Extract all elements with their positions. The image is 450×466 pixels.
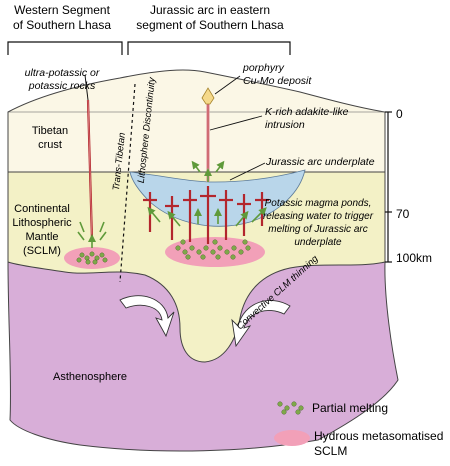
east-bracket (127, 41, 291, 55)
legend-partial-melting-swatch (277, 401, 304, 415)
depth-tick-70: 70 (396, 207, 410, 221)
tibetan-crust-label-line1: Tibetan (32, 125, 68, 137)
east-dike-swarm (143, 186, 269, 244)
depth-tick-0: 0 (396, 107, 403, 121)
sclm-label-line4: (SCLM) (23, 245, 61, 257)
depth-tick-100km: 100km (396, 251, 432, 265)
potassic-ponds-line2: releasing water to trigger (263, 211, 374, 222)
arc-underplate-label: Jurassic arc underplate (265, 156, 375, 168)
legend-metasomatised-swatch (274, 430, 310, 446)
ultra-potassic-label-line1: ultra-potassic or (25, 67, 100, 79)
convective-arrow-left (119, 295, 175, 338)
depth-scale (385, 111, 392, 263)
potassic-ponds-line4: underplate (294, 237, 342, 248)
legend-hydrous-line1: Hydrous metasomatised (314, 429, 443, 443)
ultra-potassic-leader (84, 74, 89, 101)
porphyry-deposit-icon (201, 87, 215, 105)
porphyry-leader (214, 75, 241, 95)
legend: Partial melting Hydrous metasomatised SC… (274, 401, 443, 458)
west-header-line1: Western Segment (14, 3, 110, 17)
potassic-ponds-line3: melting of Jurassic arc (268, 224, 367, 235)
ultra-potassic-label-line2: potassic rocks (28, 80, 96, 92)
legend-hydrous-line2: SCLM (314, 444, 347, 458)
porphyry-label-line1: porphyry (242, 62, 285, 74)
legend-partial-melting-label: Partial melting (312, 401, 388, 415)
convective-arrow-right (231, 300, 291, 348)
krich-label-line2: intrusion (265, 119, 305, 131)
metasomatised-blob-west (64, 247, 120, 269)
west-bracket (7, 41, 123, 55)
west-header-line2: of Southern Lhasa (13, 18, 111, 32)
east-header-line1: Jurassic arc in eastern (150, 3, 270, 17)
asthenosphere-label: Asthenosphere (53, 371, 127, 383)
mantle-lithosphere-region (7, 171, 386, 363)
krich-leader (209, 115, 263, 131)
west-partial-melting-patch (76, 251, 108, 265)
sclm-label-line2: Lithospheric (12, 217, 72, 229)
sclm-label-line1: Continental (14, 203, 70, 215)
east-header-line2: segment of Southern Lhasa (136, 18, 284, 32)
potassic-ponds-line1: Potassic magma ponds, (265, 198, 372, 209)
tibetan-crust-label-line2: crust (38, 139, 62, 151)
underplate-leader (229, 162, 266, 181)
krich-label-line1: K-rich adakite-like (265, 106, 349, 118)
east-melt-arrows (147, 160, 267, 227)
sclm-label-line3: Mantle (25, 231, 58, 243)
west-dike (76, 74, 108, 265)
east-partial-melting-patch (175, 239, 251, 260)
porphyry-label-line2: Cu-Mo deposit (243, 75, 312, 87)
tibetan-crust-region (7, 69, 386, 173)
